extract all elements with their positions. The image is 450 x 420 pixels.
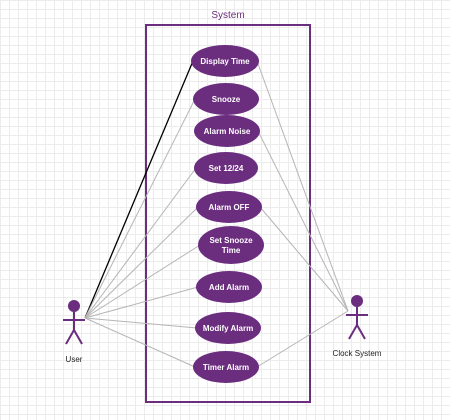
use-case-label: Set 12/24 [209, 164, 244, 173]
use-case-label: Set Snooze [209, 236, 253, 245]
use-case-label: Alarm Noise [204, 127, 251, 136]
use-case-label: Add Alarm [209, 283, 249, 292]
association-line-user-display-time [84, 60, 194, 319]
association-line-clock-timer-alarm [256, 310, 349, 368]
association-line-user-set-12-24 [84, 167, 197, 319]
use-case-ellipse [198, 226, 264, 264]
actor-head [351, 295, 363, 307]
use-case-label: Alarm OFF [209, 203, 250, 212]
use-case-ellipse [191, 45, 259, 77]
use-case-label: Modify Alarm [203, 324, 253, 333]
actor-head [68, 300, 80, 312]
user-actor-label: User [66, 355, 83, 364]
use-case-set-12-24: Set 12/24 [194, 152, 258, 184]
association-line-user-snooze [84, 98, 196, 319]
use-case-add-alarm: Add Alarm [196, 271, 262, 303]
association-line-user-set-snooze-time [84, 244, 201, 319]
use-case-ellipse [196, 271, 262, 303]
association-line-clock-alarm-off [259, 206, 349, 312]
use-case-label: Time [222, 246, 241, 255]
use-case-snooze: Snooze [193, 83, 259, 115]
association-line-user-add-alarm [84, 286, 199, 319]
use-case-timer-alarm: Timer Alarm [193, 351, 259, 383]
use-case-modify-alarm: Modify Alarm [195, 312, 261, 344]
use-case-ellipse [193, 351, 259, 383]
association-line-user-modify-alarm [84, 317, 198, 329]
actor-left-leg [65, 329, 75, 345]
use-case-label: Timer Alarm [203, 363, 249, 372]
use-case-alarm-noise: Alarm Noise [194, 115, 260, 147]
user-actor [63, 300, 85, 345]
association-lines [84, 60, 349, 368]
actor-right-leg [73, 329, 83, 345]
use-case-label: Display Time [200, 57, 250, 66]
association-line-clock-alarm-noise [257, 130, 349, 312]
system-title: System [211, 10, 244, 21]
association-line-user-alarm-off [84, 206, 199, 319]
use-case-ellipse [194, 115, 260, 147]
use-case-ellipse [194, 152, 258, 184]
system-boundary [145, 24, 311, 403]
clock-system-actor [346, 295, 368, 340]
use-case-ellipse [195, 312, 261, 344]
actor-left-leg [348, 324, 358, 340]
use-case-alarm-off: Alarm OFF [196, 191, 262, 223]
clock-system-actor-label: Clock System [333, 349, 382, 358]
association-line-user-timer-alarm [84, 317, 196, 368]
use-case-ellipse [196, 191, 262, 223]
association-line-clock-display-time [256, 60, 349, 312]
use-case-ellipse [193, 83, 259, 115]
actor-right-leg [356, 324, 366, 340]
use-case-label: Snooze [212, 95, 241, 104]
use-case-display-time: Display Time [191, 45, 259, 77]
